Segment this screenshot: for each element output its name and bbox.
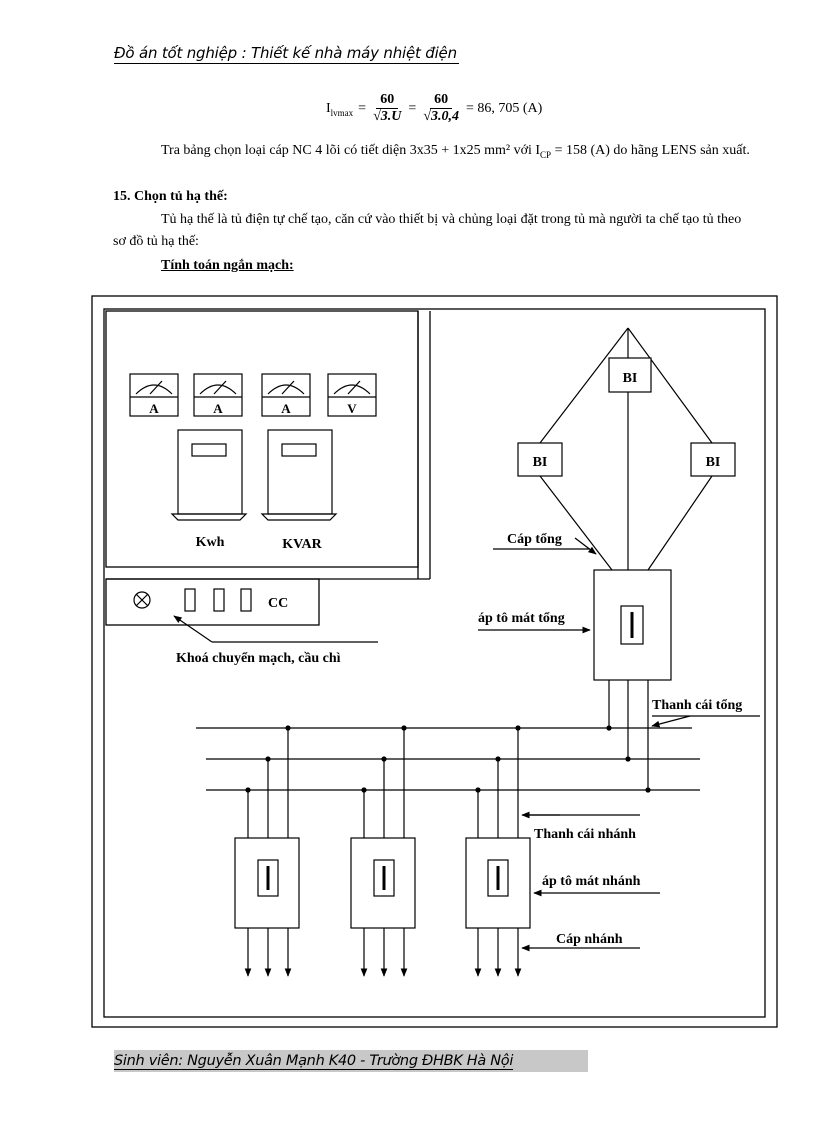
branch-breaker-1 <box>234 837 300 929</box>
branch-cable-label: Cáp nhánh <box>556 932 623 947</box>
bi-label-top: BI <box>623 371 638 386</box>
instrument-compartment <box>105 310 419 568</box>
current-formula: Ilvmax = 60 √3.U = 60 √3.0,4 = 86, 705 (… <box>326 92 543 124</box>
paragraph-panel-description: Tủ hạ thế là tủ điện tự chế tạo, căn cứ … <box>113 212 742 249</box>
kwh-meter <box>170 429 248 521</box>
control-compartment <box>105 578 320 626</box>
branch-outgoing-cables <box>244 928 522 977</box>
formula-result: = 86, 705 (A) <box>465 100 543 116</box>
panel-outer-frame <box>91 295 778 1028</box>
ct-wiring <box>539 327 713 571</box>
document-footer: Sinh viên: Nguyễn Xuân Mạnh K40 - Trường… <box>114 1050 588 1072</box>
ammeter-2 <box>193 373 243 417</box>
main-busbar-label: Thanh cái tổng <box>652 698 742 713</box>
busbars <box>196 727 700 791</box>
subheading-short-circuit: Tính toán ngắn mạch: <box>161 258 294 273</box>
indicator-lamp-icon <box>133 591 151 609</box>
meter-label-3: A <box>281 401 291 416</box>
bi-label-right: BI <box>706 455 721 470</box>
kwh-label: Kwh <box>196 535 225 550</box>
panel-inner-frame <box>103 308 766 1018</box>
document-header: Đồ án tốt nghiệp : Thiết kế nhà máy nhiệ… <box>114 44 459 64</box>
ammeter-1 <box>129 373 179 417</box>
kvar-meter <box>260 429 338 521</box>
fuse-icons <box>184 588 252 612</box>
ammeter-3 <box>261 373 311 417</box>
bi-transformer-right <box>690 442 736 477</box>
meter-label-2: A <box>213 401 223 416</box>
main-breaker-label: áp tô mát tổng <box>478 611 565 626</box>
bi-transformer-left <box>517 442 563 477</box>
branch-breaker-3 <box>465 837 531 929</box>
branch-droppers <box>247 728 519 838</box>
switch-fuse-label: Khoá chuyển mạch, cầu chì <box>176 651 341 666</box>
main-bus-droppers <box>608 680 649 790</box>
branch-breaker-label: áp tô mát nhánh <box>542 874 641 889</box>
bi-transformer-top <box>608 357 652 393</box>
bi-label-left: BI <box>533 455 548 470</box>
branch-breaker-2 <box>350 837 416 929</box>
formula-fraction-2: 60 √3.0,4 <box>423 92 459 124</box>
branch-busbar-label: Thanh cái nhánh <box>534 827 636 842</box>
main-cable-label: Cáp tổng <box>507 532 562 547</box>
formula-lhs: Ilvmax <box>326 100 354 118</box>
meter-label-1: A <box>149 401 159 416</box>
main-circuit-breaker <box>593 569 672 681</box>
voltmeter <box>327 373 377 417</box>
paragraph-cable-selection: Tra bảng chọn loại cáp NC 4 lõi có tiết … <box>161 143 750 160</box>
meter-label-4: V <box>347 401 357 416</box>
formula-fraction-1: 60 √3.U <box>373 92 402 124</box>
section-heading: 15. Chọn tủ hạ thế: <box>113 189 228 204</box>
cc-label: CC <box>268 596 288 611</box>
kvar-label: KVAR <box>282 537 322 552</box>
